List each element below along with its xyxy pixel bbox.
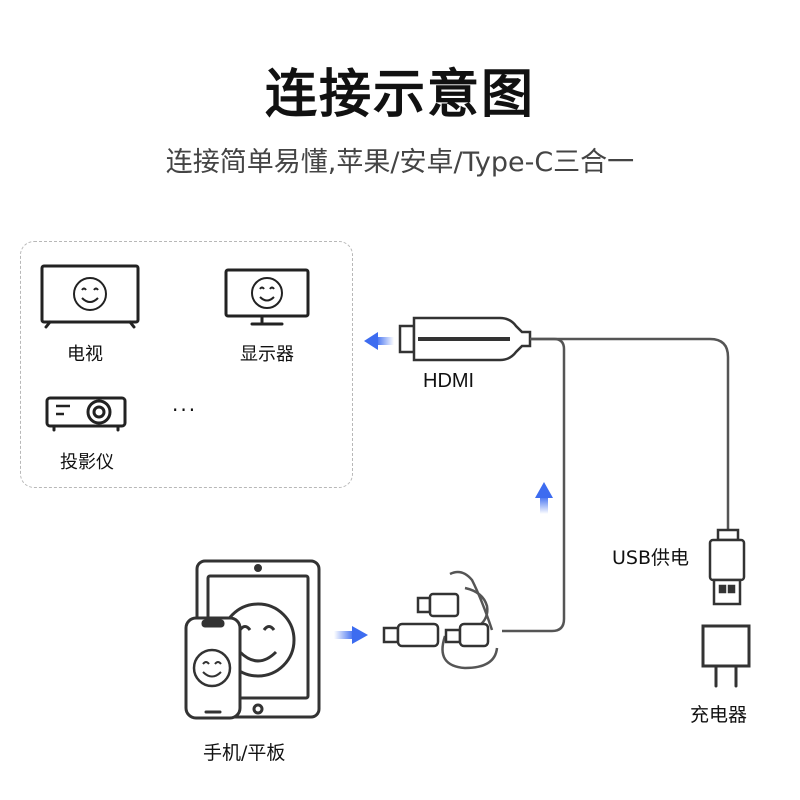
usb-power-label: USB供电 xyxy=(612,547,690,569)
monitor-label: 显示器 xyxy=(240,344,294,365)
hdmi-adapter xyxy=(398,316,532,362)
charger-icon xyxy=(701,624,751,688)
phone-icon xyxy=(184,616,242,720)
display-devices-panel xyxy=(20,241,353,488)
phone-tablet-label: 手机/平板 xyxy=(203,742,286,764)
page-title: 连接示意图 xyxy=(264,65,535,125)
usb-plug-icon xyxy=(708,528,746,606)
projector-label: 投影仪 xyxy=(60,452,114,473)
page-subtitle: 连接简单易懂,苹果/安卓/Type-C三合一 xyxy=(165,147,635,178)
charger-label: 充电器 xyxy=(690,704,748,726)
tv-icon xyxy=(40,264,140,329)
signal-arrow-to-display xyxy=(364,332,394,350)
more-devices-ellipsis: ··· xyxy=(172,398,198,422)
projector-icon xyxy=(45,396,127,432)
signal-arrow-up xyxy=(535,482,553,514)
tv-label: 电视 xyxy=(67,344,103,365)
tri-connector xyxy=(382,592,490,648)
signal-arrow-to-adapter xyxy=(334,626,368,644)
monitor-icon xyxy=(224,268,310,326)
cables xyxy=(441,337,730,670)
hdmi-label: HDMI xyxy=(423,370,475,392)
